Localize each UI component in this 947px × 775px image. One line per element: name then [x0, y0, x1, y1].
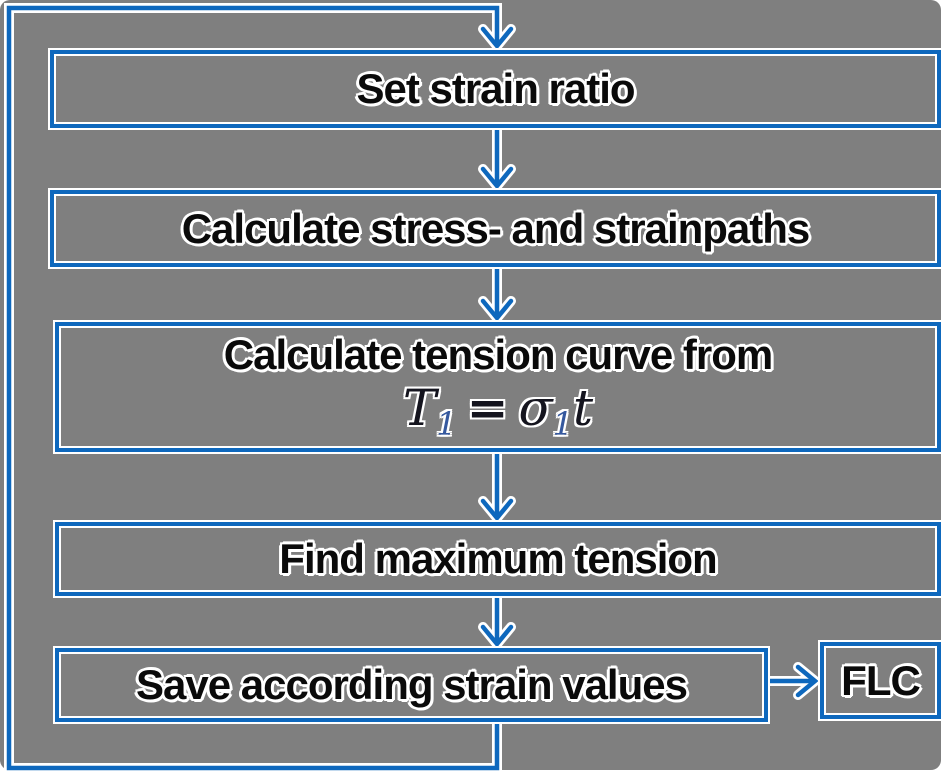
step-set-strain-ratio-label: Set strain ratio — [356, 65, 635, 112]
output-flc-label: FLC — [841, 656, 921, 704]
formula-var-t: t — [573, 379, 594, 437]
arrowhead-loop-entry — [480, 26, 514, 50]
output-flc: FLC — [820, 642, 941, 719]
formula-var-sigma: σ — [518, 379, 553, 437]
connector-lines — [6, 5, 819, 771]
arrow-1-2-head — [480, 166, 514, 190]
formula-equals: = — [466, 378, 509, 437]
step-calculate-paths: Calculate stress- and strainpaths — [50, 190, 941, 267]
step-save-strain-values: Save according strain values — [55, 648, 768, 722]
step-find-maximum-tension: Find maximum tension — [55, 522, 941, 596]
formula-sub-1a: 1 — [436, 405, 457, 443]
step-save-strain-values-label: Save according strain values — [136, 661, 688, 708]
feedback-loop-line — [6, 5, 500, 771]
step-calculate-paths-label: Calculate stress- and strainpaths — [181, 204, 811, 252]
step-find-maximum-tension-label: Find maximum tension — [279, 535, 717, 582]
arrow-5-flc-head — [795, 664, 819, 698]
arrow-2-3-head — [480, 298, 514, 322]
formula-var-T: T — [402, 379, 437, 437]
arrow-4-5-head — [480, 624, 514, 648]
step-set-strain-ratio: Set strain ratio — [50, 50, 941, 128]
formula-sub-1b: 1 — [552, 405, 574, 443]
step-calculate-tension-curve: Calculate tension curve from T1=σ1t — [55, 322, 941, 452]
arrow-3-4-head — [480, 498, 514, 522]
step-calculate-tension-curve-label: Calculate tension curve from — [223, 330, 773, 378]
tension-formula: T1=σ1t — [403, 380, 593, 442]
